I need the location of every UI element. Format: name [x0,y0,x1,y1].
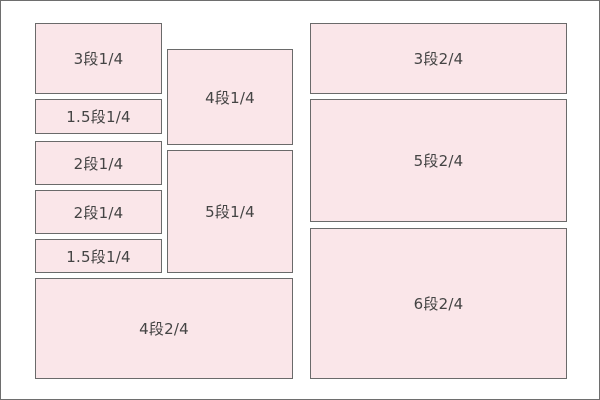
block-4dan-quarter: 4段1/4 [167,49,293,145]
block-2dan-quarter-a: 2段1/4 [35,141,162,185]
block-5dan-quarter: 5段1/4 [167,150,293,273]
block-1-5dan-quarter-bottom: 1.5段1/4 [35,239,162,273]
block-3dan-quarter: 3段1/4 [35,23,162,94]
block-6dan-half: 6段2/4 [310,228,567,379]
block-5dan-half: 5段2/4 [310,99,567,222]
block-1-5dan-quarter-top: 1.5段1/4 [35,99,162,134]
block-3dan-half: 3段2/4 [310,23,567,94]
block-4dan-half: 4段2/4 [35,278,293,379]
block-2dan-quarter-b: 2段1/4 [35,190,162,234]
